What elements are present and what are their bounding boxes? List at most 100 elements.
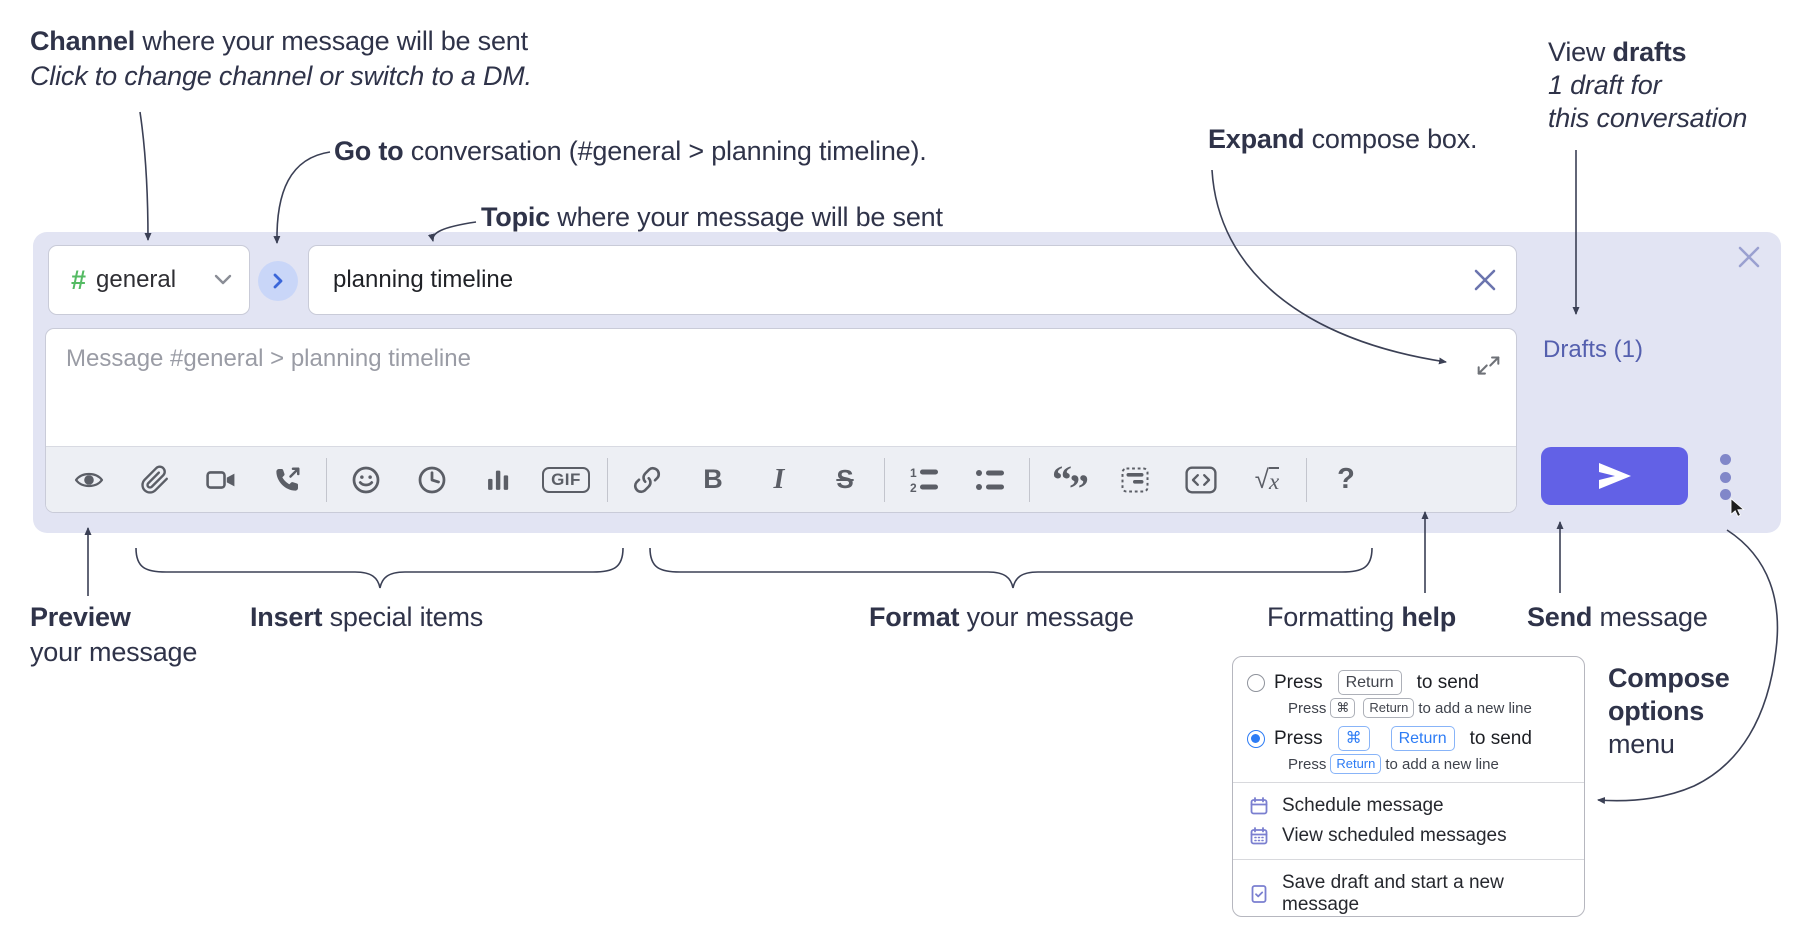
option-return-to-send[interactable]: Press Return to send bbox=[1247, 670, 1570, 695]
radio-selected[interactable] bbox=[1247, 729, 1265, 748]
eye-icon bbox=[74, 472, 104, 487]
paperclip-icon bbox=[141, 465, 168, 494]
channel-selector[interactable]: # general bbox=[48, 245, 250, 315]
kebab-dot bbox=[1719, 489, 1731, 500]
quote-icon: “” bbox=[1052, 456, 1089, 511]
toolbar-divider bbox=[326, 457, 327, 502]
code-icon bbox=[1185, 466, 1217, 493]
compose-options-menu: Press Return to send Press ⌘ Return to a… bbox=[1232, 656, 1585, 917]
spoiler-icon bbox=[1121, 467, 1149, 492]
video-camera-icon bbox=[206, 470, 235, 489]
mouse-cursor bbox=[1730, 498, 1745, 517]
menu-item-schedule-message[interactable]: Schedule message bbox=[1247, 791, 1570, 821]
annotation-expand: Expand compose box. bbox=[1208, 124, 1478, 154]
radio-unselected[interactable] bbox=[1247, 673, 1265, 692]
expand-compose-button[interactable] bbox=[1476, 353, 1501, 383]
quote-button[interactable]: “” bbox=[1036, 455, 1102, 511]
clock-icon bbox=[418, 466, 446, 493]
clear-topic-icon[interactable] bbox=[1472, 267, 1498, 293]
numbered-list-icon: 1 2 bbox=[910, 466, 938, 495]
preview-button[interactable] bbox=[56, 455, 122, 505]
annotation-compose-options: Compose options menu bbox=[1608, 663, 1730, 759]
italic-button[interactable]: I bbox=[746, 455, 812, 505]
strikethrough-icon: S bbox=[836, 464, 854, 494]
annotation-formatting-help: Formatting help bbox=[1267, 602, 1457, 632]
chevron-down-icon bbox=[214, 274, 232, 285]
bold-button[interactable]: B bbox=[680, 455, 746, 505]
question-mark-icon: ? bbox=[1337, 463, 1355, 495]
drafts-link[interactable]: Drafts (1) bbox=[1543, 336, 1644, 363]
menu-divider bbox=[1233, 859, 1584, 860]
close-compose-button[interactable] bbox=[1736, 244, 1762, 275]
italic-icon: I bbox=[773, 463, 785, 495]
strikethrough-button[interactable]: S bbox=[812, 455, 878, 505]
compose-toolbar: GIF B I S 1 bbox=[46, 446, 1516, 512]
annotation-channel-subtitle: Click to change channel or switch to a D… bbox=[30, 61, 532, 91]
annotation-channel: Channel where your message will be sent … bbox=[30, 24, 532, 94]
kebab-dot bbox=[1719, 454, 1731, 465]
menu-item-save-draft[interactable]: Save draft and start a new message bbox=[1247, 868, 1570, 920]
option-cmd-return-to-send[interactable]: Press ⌘ Return to send bbox=[1247, 726, 1570, 751]
connector-channel-arrow bbox=[139, 111, 152, 241]
numbered-list-button[interactable]: 1 2 bbox=[891, 455, 957, 505]
draft-check-icon bbox=[1251, 885, 1267, 903]
voice-call-button[interactable] bbox=[254, 455, 320, 505]
expand-icon bbox=[1477, 356, 1500, 375]
kbd-return: Return bbox=[1363, 698, 1415, 718]
kbd-cmd: ⌘ bbox=[1337, 726, 1370, 751]
code-button[interactable] bbox=[1168, 455, 1234, 505]
smiley-icon bbox=[352, 466, 380, 493]
spoiler-button[interactable] bbox=[1102, 455, 1168, 505]
kebab-dot bbox=[1719, 471, 1731, 483]
svg-text:2: 2 bbox=[910, 481, 917, 495]
menu-item-view-scheduled[interactable]: View scheduled messages bbox=[1247, 821, 1570, 851]
channel-hash-icon: # bbox=[71, 264, 87, 295]
gif-button[interactable]: GIF bbox=[531, 455, 601, 505]
calendar-grid-icon bbox=[1250, 827, 1268, 845]
formatting-help-button[interactable]: ? bbox=[1313, 455, 1379, 505]
topic-value: planning timeline bbox=[333, 266, 514, 293]
annotation-go-to: Go to conversation (#general > planning … bbox=[334, 136, 927, 166]
toolbar-divider bbox=[884, 457, 885, 502]
kbd-return: Return bbox=[1330, 754, 1382, 774]
bulleted-list-icon bbox=[976, 469, 1004, 490]
compose-box: # general planning timeline Message #gen… bbox=[33, 232, 1781, 533]
send-plane-icon bbox=[1598, 463, 1631, 489]
attach-file-button[interactable] bbox=[122, 455, 188, 505]
annotation-preview: Preview your message bbox=[30, 602, 198, 667]
compose-options-button[interactable] bbox=[1713, 454, 1737, 500]
kbd-return: Return bbox=[1337, 670, 1402, 695]
emoji-button[interactable] bbox=[333, 455, 399, 505]
channel-name: general bbox=[96, 266, 177, 293]
menu-divider bbox=[1233, 782, 1584, 783]
bar-chart-icon bbox=[488, 470, 509, 490]
annotation-topic: Topic where your message will be sent bbox=[481, 202, 943, 232]
close-icon bbox=[1738, 246, 1760, 268]
brace-format-message bbox=[649, 547, 1373, 589]
toolbar-divider bbox=[1029, 457, 1030, 502]
go-to-conversation-button[interactable] bbox=[258, 261, 298, 301]
link-button[interactable] bbox=[614, 455, 680, 505]
gif-icon: GIF bbox=[542, 466, 590, 493]
chevron-right-icon bbox=[273, 273, 283, 289]
topic-input[interactable]: planning timeline bbox=[308, 245, 1517, 315]
poll-button[interactable] bbox=[465, 455, 531, 505]
toolbar-divider bbox=[607, 457, 608, 502]
svg-text:1: 1 bbox=[910, 466, 917, 480]
math-button[interactable]: √x bbox=[1234, 455, 1300, 505]
annotation-view-drafts: View drafts 1 draft for this conversatio… bbox=[1548, 37, 1748, 133]
kbd-cmd: ⌘ bbox=[1330, 698, 1356, 718]
send-button[interactable] bbox=[1541, 447, 1688, 505]
option-cmd-return-sub: Press Return to add a new line bbox=[1288, 754, 1499, 774]
option-return-sub: Press ⌘ Return to add a new line bbox=[1288, 698, 1532, 718]
annotation-channel-rest: where your message will be sent bbox=[135, 26, 528, 56]
connector-goto-arrow bbox=[273, 151, 331, 244]
bulleted-list-button[interactable] bbox=[957, 455, 1023, 505]
link-icon bbox=[633, 466, 661, 493]
video-call-button[interactable] bbox=[188, 455, 254, 505]
brace-insert-items bbox=[135, 547, 624, 589]
phone-call-icon bbox=[276, 467, 300, 491]
message-compose-area[interactable]: Message #general > planning timeline bbox=[45, 328, 1517, 513]
schedule-time-button[interactable] bbox=[399, 455, 465, 505]
